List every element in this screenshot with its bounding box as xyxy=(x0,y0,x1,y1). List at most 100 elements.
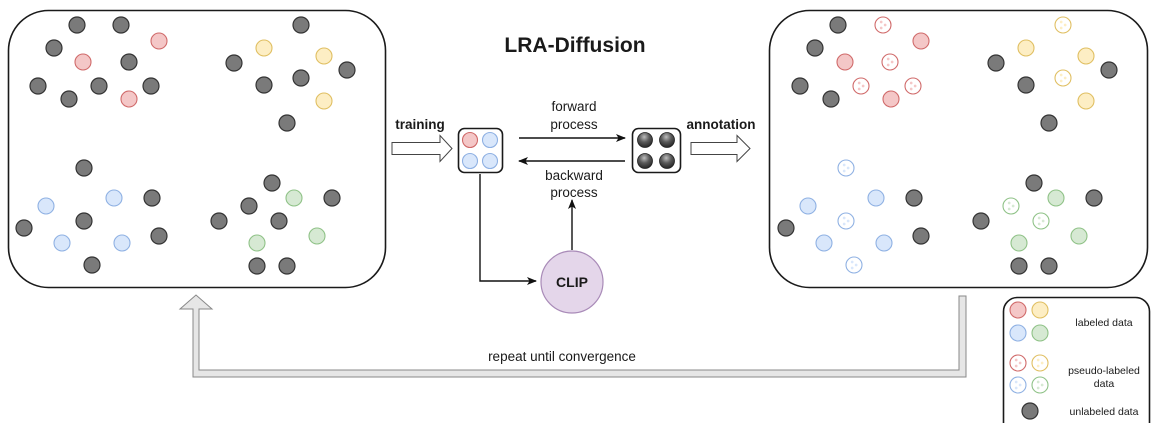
labeled-point-green xyxy=(1010,234,1028,252)
clip-node xyxy=(540,250,604,314)
labeled-point-red xyxy=(1009,301,1027,319)
unlabeled-point xyxy=(278,257,296,275)
unlabeled-point xyxy=(1040,257,1058,275)
unlabeled-point xyxy=(143,189,161,207)
pseudo-labeled-point-blue xyxy=(837,159,855,177)
noise-sphere xyxy=(659,153,675,169)
pseudo-labeled-point-red xyxy=(1009,354,1027,372)
pseudo-labeled-point-green xyxy=(1032,212,1050,230)
legend-swatches xyxy=(1009,301,1049,420)
diagram-title: LRA-Diffusion xyxy=(504,34,645,57)
labeled-point-red xyxy=(882,90,900,108)
repeat-loop-arrow xyxy=(178,294,967,378)
labeled-point-green xyxy=(1070,227,1088,245)
noise-sphere xyxy=(637,153,653,169)
unlabeled-point xyxy=(791,77,809,95)
pseudo-labeled-point-yellow xyxy=(1031,354,1049,372)
labeled-point-red xyxy=(461,131,479,149)
labeled-point-red xyxy=(912,32,930,50)
unlabeled-point xyxy=(1085,189,1103,207)
noisy-dataset-points xyxy=(15,16,356,275)
labeled-point-green xyxy=(308,227,326,245)
clean-label-box-points xyxy=(461,131,499,170)
backward-process-label-line1: backward xyxy=(545,168,603,183)
labeled-point-blue xyxy=(53,234,71,252)
unlabeled-point xyxy=(45,39,63,57)
unlabeled-point xyxy=(75,212,93,230)
pseudo-labeled-point-yellow xyxy=(1054,69,1072,87)
unlabeled-point xyxy=(210,212,228,230)
pseudo-labeled-point-red xyxy=(881,53,899,71)
unlabeled-point xyxy=(278,114,296,132)
noise-box-points xyxy=(637,132,675,169)
labeled-point-blue xyxy=(105,189,123,207)
repeat-loop-label: repeat until convergence xyxy=(488,349,636,364)
legend-pseudo-text-line1: pseudo-labeled xyxy=(1068,365,1140,377)
annotation-arrow xyxy=(690,134,751,163)
labeled-point-blue xyxy=(461,152,479,170)
unlabeled-point xyxy=(150,227,168,245)
unlabeled-point xyxy=(912,227,930,245)
backward-process-label-line2: process xyxy=(550,185,598,200)
unlabeled-point xyxy=(292,16,310,34)
unlabeled-point xyxy=(120,53,138,71)
labeled-point-green xyxy=(248,234,266,252)
annotated-dataset-points xyxy=(777,16,1118,275)
unlabeled-point xyxy=(806,39,824,57)
annotation-label: annotation xyxy=(687,117,756,132)
labeled-point-blue xyxy=(37,197,55,215)
labeled-point-yellow xyxy=(1031,301,1049,319)
pseudo-labeled-point-green xyxy=(1002,197,1020,215)
unlabeled-point xyxy=(83,256,101,274)
pseudo-labeled-point-red xyxy=(904,77,922,95)
noise-sphere xyxy=(637,132,653,148)
unlabeled-point xyxy=(15,219,33,237)
unlabeled-point xyxy=(987,54,1005,72)
unlabeled-point xyxy=(1025,174,1043,192)
unlabeled-point xyxy=(142,77,160,95)
unlabeled-point xyxy=(68,16,86,34)
labeled-point-green xyxy=(285,189,303,207)
labeled-point-red xyxy=(150,32,168,50)
labeled-point-green xyxy=(1047,189,1065,207)
unlabeled-point xyxy=(1017,76,1035,94)
unlabeled-point xyxy=(270,212,288,230)
unlabeled-point xyxy=(1040,114,1058,132)
labeled-point-red xyxy=(836,53,854,71)
unlabeled-point xyxy=(248,257,266,275)
unlabeled-point xyxy=(225,54,243,72)
forward-process-label-line2: process xyxy=(550,117,598,132)
unlabeled-point xyxy=(240,197,258,215)
pseudo-labeled-point-yellow xyxy=(1054,16,1072,34)
labeled-point-blue xyxy=(1009,324,1027,342)
unlabeled-point xyxy=(29,77,47,95)
unlabeled-point xyxy=(323,189,341,207)
pseudo-labeled-point-blue xyxy=(1009,376,1027,394)
noise-sphere xyxy=(659,132,675,148)
labeled-point-yellow xyxy=(1077,47,1095,65)
labeled-point-yellow xyxy=(255,39,273,57)
unlabeled-point xyxy=(60,90,78,108)
unlabeled-point xyxy=(112,16,130,34)
labeled-point-blue xyxy=(799,197,817,215)
unlabeled-point xyxy=(1100,61,1118,79)
pseudo-labeled-point-green xyxy=(1031,376,1049,394)
labeled-point-yellow xyxy=(315,92,333,110)
legend-unlabeled-text: unlabeled data xyxy=(1070,406,1139,418)
clip-label: CLIP xyxy=(556,274,588,290)
forward-process-label-line1: forward xyxy=(551,99,596,114)
unlabeled-point xyxy=(777,219,795,237)
unlabeled-point xyxy=(90,77,108,95)
pseudo-labeled-point-red xyxy=(874,16,892,34)
unlabeled-point xyxy=(263,174,281,192)
training-label: training xyxy=(395,117,445,132)
labeled-point-red xyxy=(120,90,138,108)
labeled-point-blue xyxy=(867,189,885,207)
labeled-point-yellow xyxy=(1017,39,1035,57)
unlabeled-point xyxy=(1021,402,1039,420)
unlabeled-point xyxy=(822,90,840,108)
unlabeled-point xyxy=(972,212,990,230)
pseudo-labeled-point-blue xyxy=(837,212,855,230)
unlabeled-point xyxy=(255,76,273,94)
